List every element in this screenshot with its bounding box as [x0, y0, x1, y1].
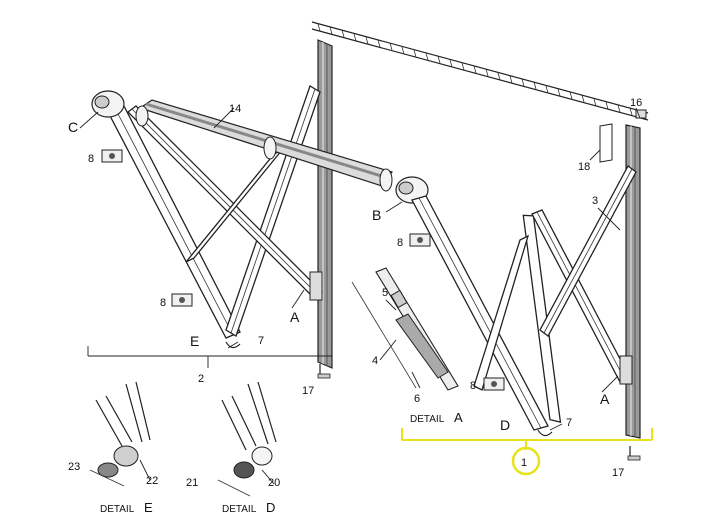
leader-lines	[79, 107, 641, 431]
callout-7-left: 7	[258, 335, 264, 347]
callout-20: 20	[268, 477, 280, 489]
bracket-8-c	[409, 233, 431, 247]
detail-a-bracket	[351, 267, 459, 391]
callout-6: 6	[414, 393, 420, 405]
detail-a-word: DETAIL	[410, 414, 445, 425]
foot-17-left	[317, 364, 331, 379]
callout-18: 18	[578, 161, 590, 173]
callout-8-a: 8	[88, 153, 94, 165]
left-wall-rail	[317, 39, 333, 369]
detail-a-letter: A	[454, 410, 463, 425]
span-bracket-1-highlighted	[401, 428, 653, 476]
detail-e-word: DETAIL	[100, 504, 135, 515]
callout-7-right: 7	[566, 417, 572, 429]
callout-A-left: A	[290, 309, 300, 325]
left-arm-assembly	[91, 85, 323, 349]
detail-d-word: DETAIL	[222, 504, 257, 515]
callout-16: 16	[630, 97, 642, 109]
clip-16	[635, 109, 647, 119]
callout-17-right: 17	[612, 467, 624, 479]
detail-e-letter: E	[144, 500, 153, 515]
callout-8-d: 8	[470, 380, 476, 392]
roller-tube-14	[135, 99, 393, 192]
label-plate-18	[599, 123, 613, 163]
callout-4: 4	[372, 355, 378, 367]
detail-e-drawing	[89, 381, 151, 487]
span-bracket-2	[87, 346, 333, 368]
callout-A-right: A	[600, 391, 610, 407]
callout-21: 21	[186, 477, 198, 489]
callout-C: C	[68, 119, 78, 135]
detail-d-drawing	[217, 381, 277, 497]
foot-17-right	[627, 446, 641, 461]
callout-2: 2	[198, 373, 204, 385]
callout-8-b: 8	[160, 297, 166, 309]
roof-edge	[311, 21, 649, 121]
callout-17-left: 17	[302, 385, 314, 397]
highlight-circle	[511, 446, 541, 476]
bracket-8-d	[483, 377, 505, 391]
callout-D: D	[500, 417, 510, 433]
right-arm-assembly	[395, 165, 637, 437]
callout-8-c: 8	[397, 237, 403, 249]
bracket-8-a	[101, 149, 123, 163]
callout-23: 23	[68, 461, 80, 473]
callout-B: B	[372, 207, 381, 223]
callout-3: 3	[592, 195, 598, 207]
callout-14: 14	[229, 103, 241, 115]
callout-1: 1	[521, 457, 527, 469]
callout-22: 22	[146, 475, 158, 487]
detail-d-letter: D	[266, 500, 275, 515]
bracket-8-b	[171, 293, 193, 307]
callout-5: 5	[382, 287, 388, 299]
callout-E: E	[190, 333, 199, 349]
